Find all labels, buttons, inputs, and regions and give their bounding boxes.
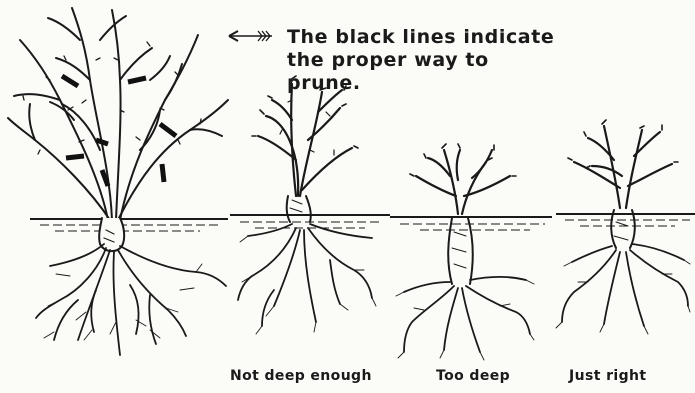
note-line-1: The black lines indicate [287,26,557,49]
note-line-2: the proper way to prune. [287,49,557,95]
caption-too-deep: Too deep [436,368,510,384]
unpruned-rose-bush [8,8,228,355]
rose-bush-just-right [556,120,690,334]
rose-bush-not-deep-enough [238,76,376,334]
arrow-left-icon [229,31,272,41]
rose-bush-too-deep [396,144,534,360]
ground-line [30,214,695,231]
caption-not-deep-enough: Not deep enough [230,368,372,384]
caption-just-right: Just right [569,368,646,384]
pruning-instruction-note: The black lines indicate the proper way … [287,26,557,95]
